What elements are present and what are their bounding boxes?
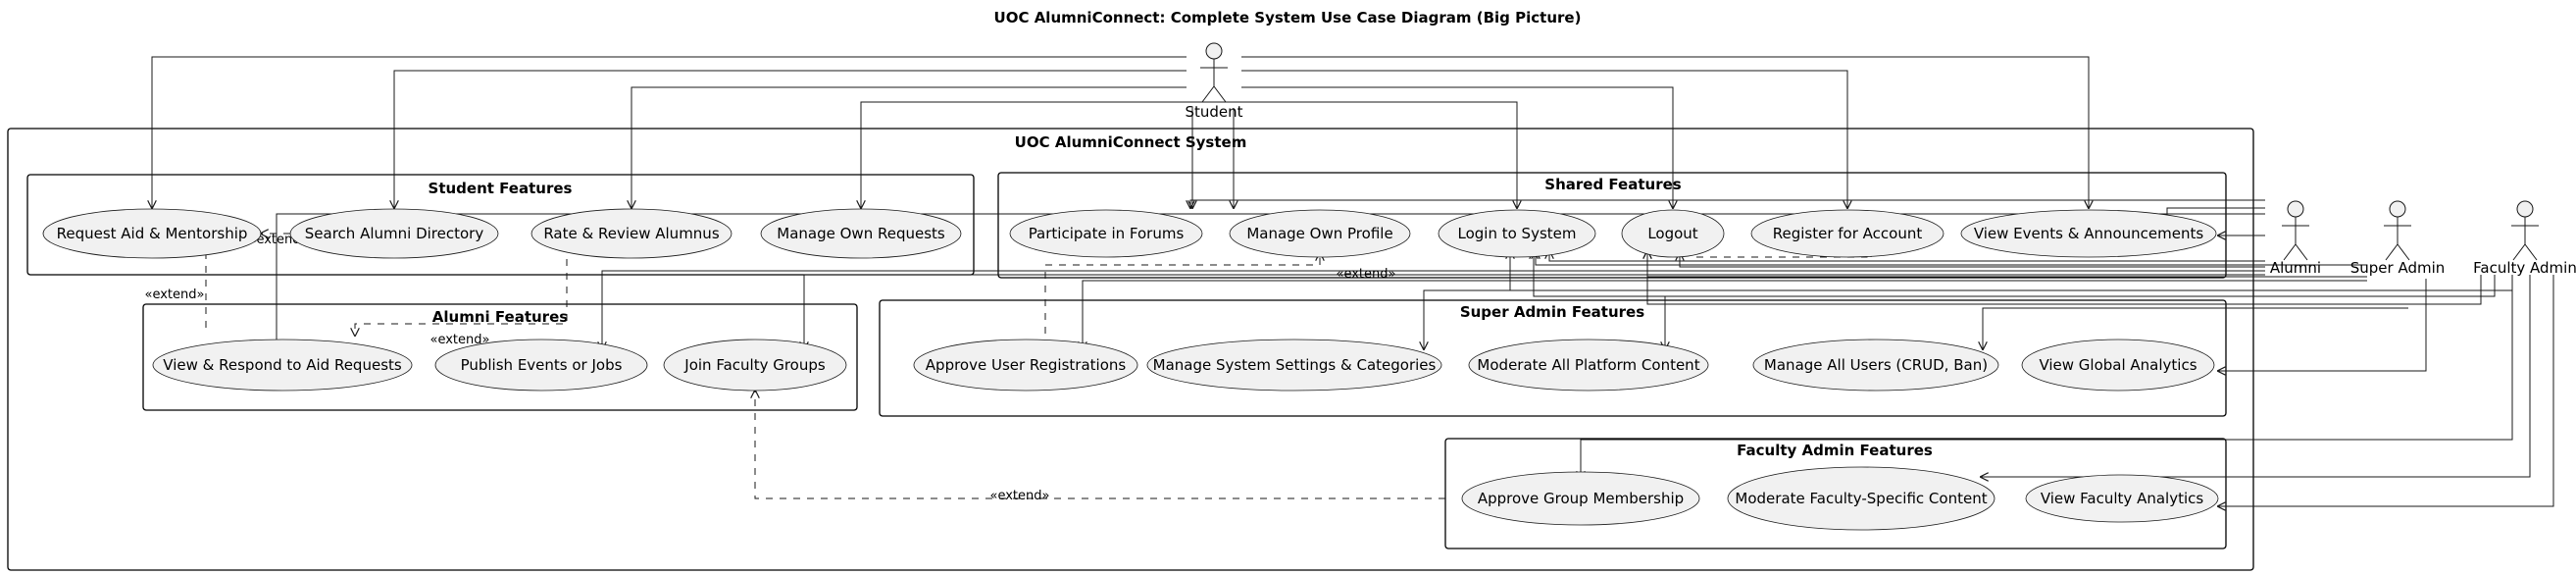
system-boundary: UOC AlumniConnect System xyxy=(7,128,2254,571)
stick-figure-icon xyxy=(2384,200,2411,261)
svg-text:Participate in Forums: Participate in Forums xyxy=(1029,225,1185,242)
actor-alumni[interactable]: Alumni xyxy=(2270,200,2321,277)
actor-super-admin[interactable]: Super Admin xyxy=(2350,200,2446,277)
svg-text:Rate & Review Alumnus: Rate & Review Alumnus xyxy=(543,225,719,242)
use-case-manage-profile[interactable]: Manage Own Profile xyxy=(1229,209,1411,258)
use-case-register[interactable]: Register for Account xyxy=(1750,209,1945,258)
svg-text:View Events & Announcements: View Events & Announcements xyxy=(1974,225,2204,242)
svg-text:View & Respond to Aid Requests: View & Respond to Aid Requests xyxy=(163,356,402,374)
svg-text:View Global Analytics: View Global Analytics xyxy=(2039,356,2197,374)
package-alumni-title: Alumni Features xyxy=(432,308,568,326)
actor-faculty-admin[interactable]: Faculty Admin xyxy=(2473,200,2576,277)
extend-label: «extend» xyxy=(145,288,205,302)
use-case-approve-registrations[interactable]: Approve User Registrations xyxy=(913,339,1138,392)
actor-student[interactable]: Student xyxy=(1185,42,1243,121)
svg-text:Moderate Faculty-Specific Cont: Moderate Faculty-Specific Content xyxy=(1735,490,1987,507)
actor-faculty-admin-label: Faculty Admin xyxy=(2473,259,2576,277)
svg-text:Manage Own Profile: Manage Own Profile xyxy=(1246,225,1392,242)
use-case-request-aid[interactable]: Request Aid & Mentorship xyxy=(42,208,262,259)
actor-student-label: Student xyxy=(1185,103,1242,121)
actor-alumni-label: Alumni xyxy=(2270,259,2321,277)
use-case-manage-users[interactable]: Manage All Users (CRUD, Ban) xyxy=(1752,339,1999,392)
svg-text:Join Faculty Groups: Join Faculty Groups xyxy=(683,356,826,374)
use-case-view-faculty-analytics[interactable]: View Faculty Analytics xyxy=(2025,474,2219,523)
extend-label: «extend» xyxy=(990,489,1050,503)
use-case-moderate-all[interactable]: Moderate All Platform Content xyxy=(1468,339,1709,392)
svg-text:Approve User Registrations: Approve User Registrations xyxy=(926,356,1127,374)
use-case-view-respond-aid[interactable]: View & Respond to Aid Requests xyxy=(152,339,413,392)
svg-text:Register for Account: Register for Account xyxy=(1773,225,1923,242)
svg-text:Login to System: Login to System xyxy=(1458,225,1577,242)
package-alumni-features: Alumni Features xyxy=(142,303,858,411)
svg-text:Moderate All Platform Content: Moderate All Platform Content xyxy=(1477,356,1699,374)
actor-super-admin-label: Super Admin xyxy=(2350,259,2446,277)
svg-text:Logout: Logout xyxy=(1647,225,1697,242)
package-super-admin-title: Super Admin Features xyxy=(1460,303,1644,321)
svg-text:Manage Own Requests: Manage Own Requests xyxy=(777,225,945,242)
svg-text:Approve Group Membership: Approve Group Membership xyxy=(1478,490,1684,507)
use-case-view-global-analytics[interactable]: View Global Analytics xyxy=(2021,339,2215,392)
use-cases: Request Aid & Mentorship Search Alumni D… xyxy=(42,208,2219,531)
svg-text:Publish Events or Jobs: Publish Events or Jobs xyxy=(461,356,623,374)
use-case-logout[interactable]: Logout xyxy=(1621,209,1725,258)
svg-text:Search Alumni Directory: Search Alumni Directory xyxy=(305,225,484,242)
system-title: UOC AlumniConnect System xyxy=(1015,133,1247,151)
use-case-manage-requests[interactable]: Manage Own Requests xyxy=(760,208,962,259)
use-case-join-faculty-groups[interactable]: Join Faculty Groups xyxy=(663,339,847,392)
use-case-login[interactable]: Login to System xyxy=(1438,209,1596,258)
use-case-approve-group[interactable]: Approve Group Membership xyxy=(1461,471,1700,526)
use-case-participate-forums[interactable]: Participate in Forums xyxy=(1009,209,1203,258)
use-case-view-events[interactable]: View Events & Announcements xyxy=(1960,209,2217,258)
package-shared-features: Shared Features xyxy=(997,172,2227,279)
svg-text:View Faculty Analytics: View Faculty Analytics xyxy=(2041,490,2204,507)
package-student-features: Student Features xyxy=(26,174,975,276)
stick-figure-icon xyxy=(1200,42,1228,103)
extend-label: «extend» xyxy=(1337,267,1396,282)
package-student-title: Student Features xyxy=(429,180,573,197)
stick-figure-icon xyxy=(2282,200,2309,261)
svg-text:Manage System Settings & Categ: Manage System Settings & Categories xyxy=(1153,356,1437,374)
svg-text:Request Aid & Mentorship: Request Aid & Mentorship xyxy=(57,225,248,242)
package-super-admin-features: Super Admin Features xyxy=(879,299,2227,417)
package-shared-title: Shared Features xyxy=(1544,176,1681,193)
package-faculty-admin-features: Faculty Admin Features xyxy=(1444,438,2227,549)
extend-label: «extend» xyxy=(430,333,490,347)
use-case-manage-settings[interactable]: Manage System Settings & Categories xyxy=(1146,339,1442,392)
use-case-moderate-faculty[interactable]: Moderate Faculty-Specific Content xyxy=(1727,466,1995,531)
package-faculty-admin-title: Faculty Admin Features xyxy=(1737,442,1933,459)
use-case-search-alumni[interactable]: Search Alumni Directory xyxy=(289,208,499,259)
use-case-publish-events[interactable]: Publish Events or Jobs xyxy=(434,339,648,392)
use-case-rate-review[interactable]: Rate & Review Alumnus xyxy=(530,208,732,259)
svg-text:Manage All Users (CRUD, Ban): Manage All Users (CRUD, Ban) xyxy=(1764,356,1988,374)
stick-figure-icon xyxy=(2511,200,2539,261)
diagram-title: UOC AlumniConnect: Complete System Use C… xyxy=(994,9,1582,26)
